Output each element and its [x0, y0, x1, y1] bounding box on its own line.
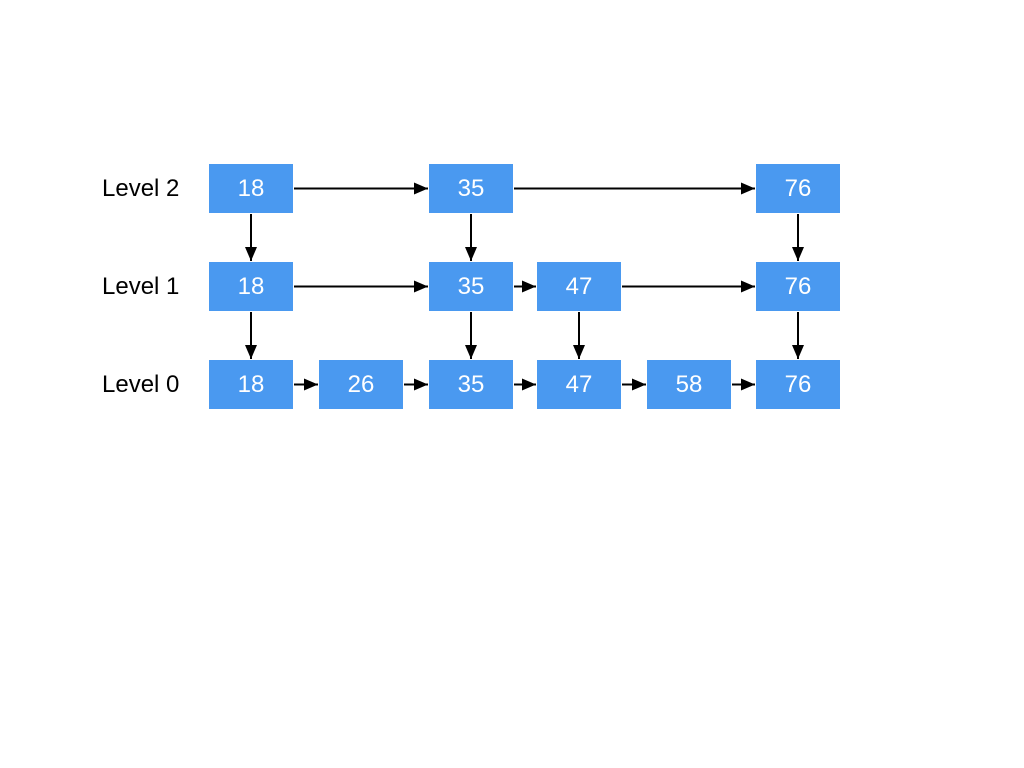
skiplist-node-level0-58: 58: [647, 360, 731, 409]
skiplist-node-level1-47: 47: [537, 262, 621, 311]
skiplist-node-level2-18: 18: [209, 164, 293, 213]
skiplist-node-level1-76: 76: [756, 262, 840, 311]
skiplist-node-level1-35: 35: [429, 262, 513, 311]
skiplist-node-level2-76: 76: [756, 164, 840, 213]
skiplist-node-level0-35: 35: [429, 360, 513, 409]
level-1-label: Level 1: [102, 273, 180, 300]
skiplist-node-level0-18: 18: [209, 360, 293, 409]
skiplist-node-level0-47: 47: [537, 360, 621, 409]
skiplist-node-level2-35: 35: [429, 164, 513, 213]
skiplist-node-level0-76: 76: [756, 360, 840, 409]
level-0-label: Level 0: [102, 371, 180, 398]
skiplist-node-level0-26: 26: [319, 360, 403, 409]
skiplist-node-level1-18: 18: [209, 262, 293, 311]
level-2-label: Level 2: [102, 175, 180, 202]
